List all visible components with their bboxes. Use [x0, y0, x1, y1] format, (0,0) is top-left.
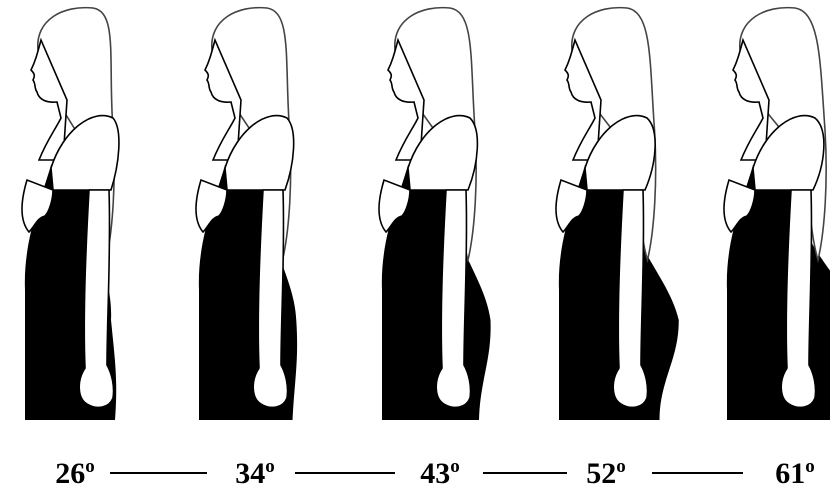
angle-label-52: 52o — [586, 456, 626, 490]
angle-label-26: 26o — [55, 456, 95, 490]
degree-symbol: o — [805, 456, 815, 477]
degree-symbol: o — [265, 456, 275, 477]
angle-label-61: 61o — [775, 456, 815, 490]
angle-label-34: 34o — [235, 456, 275, 490]
silhouette-row — [22, 8, 830, 420]
angle-label-43: 43o — [420, 456, 460, 490]
figure-52-degrees — [556, 8, 679, 420]
figure-61-degrees — [724, 8, 830, 420]
angle-value: 52 — [586, 457, 616, 490]
figure-26-degrees — [22, 8, 119, 420]
angle-value: 34 — [235, 457, 265, 490]
degree-symbol: o — [85, 456, 95, 477]
figure-43-degrees — [379, 8, 491, 420]
angle-value: 43 — [420, 457, 450, 490]
degree-symbol: o — [616, 456, 626, 477]
degree-symbol: o — [450, 456, 460, 477]
angle-value: 61 — [775, 457, 805, 490]
figure-34-degrees — [196, 8, 297, 420]
angle-value: 26 — [55, 457, 85, 490]
